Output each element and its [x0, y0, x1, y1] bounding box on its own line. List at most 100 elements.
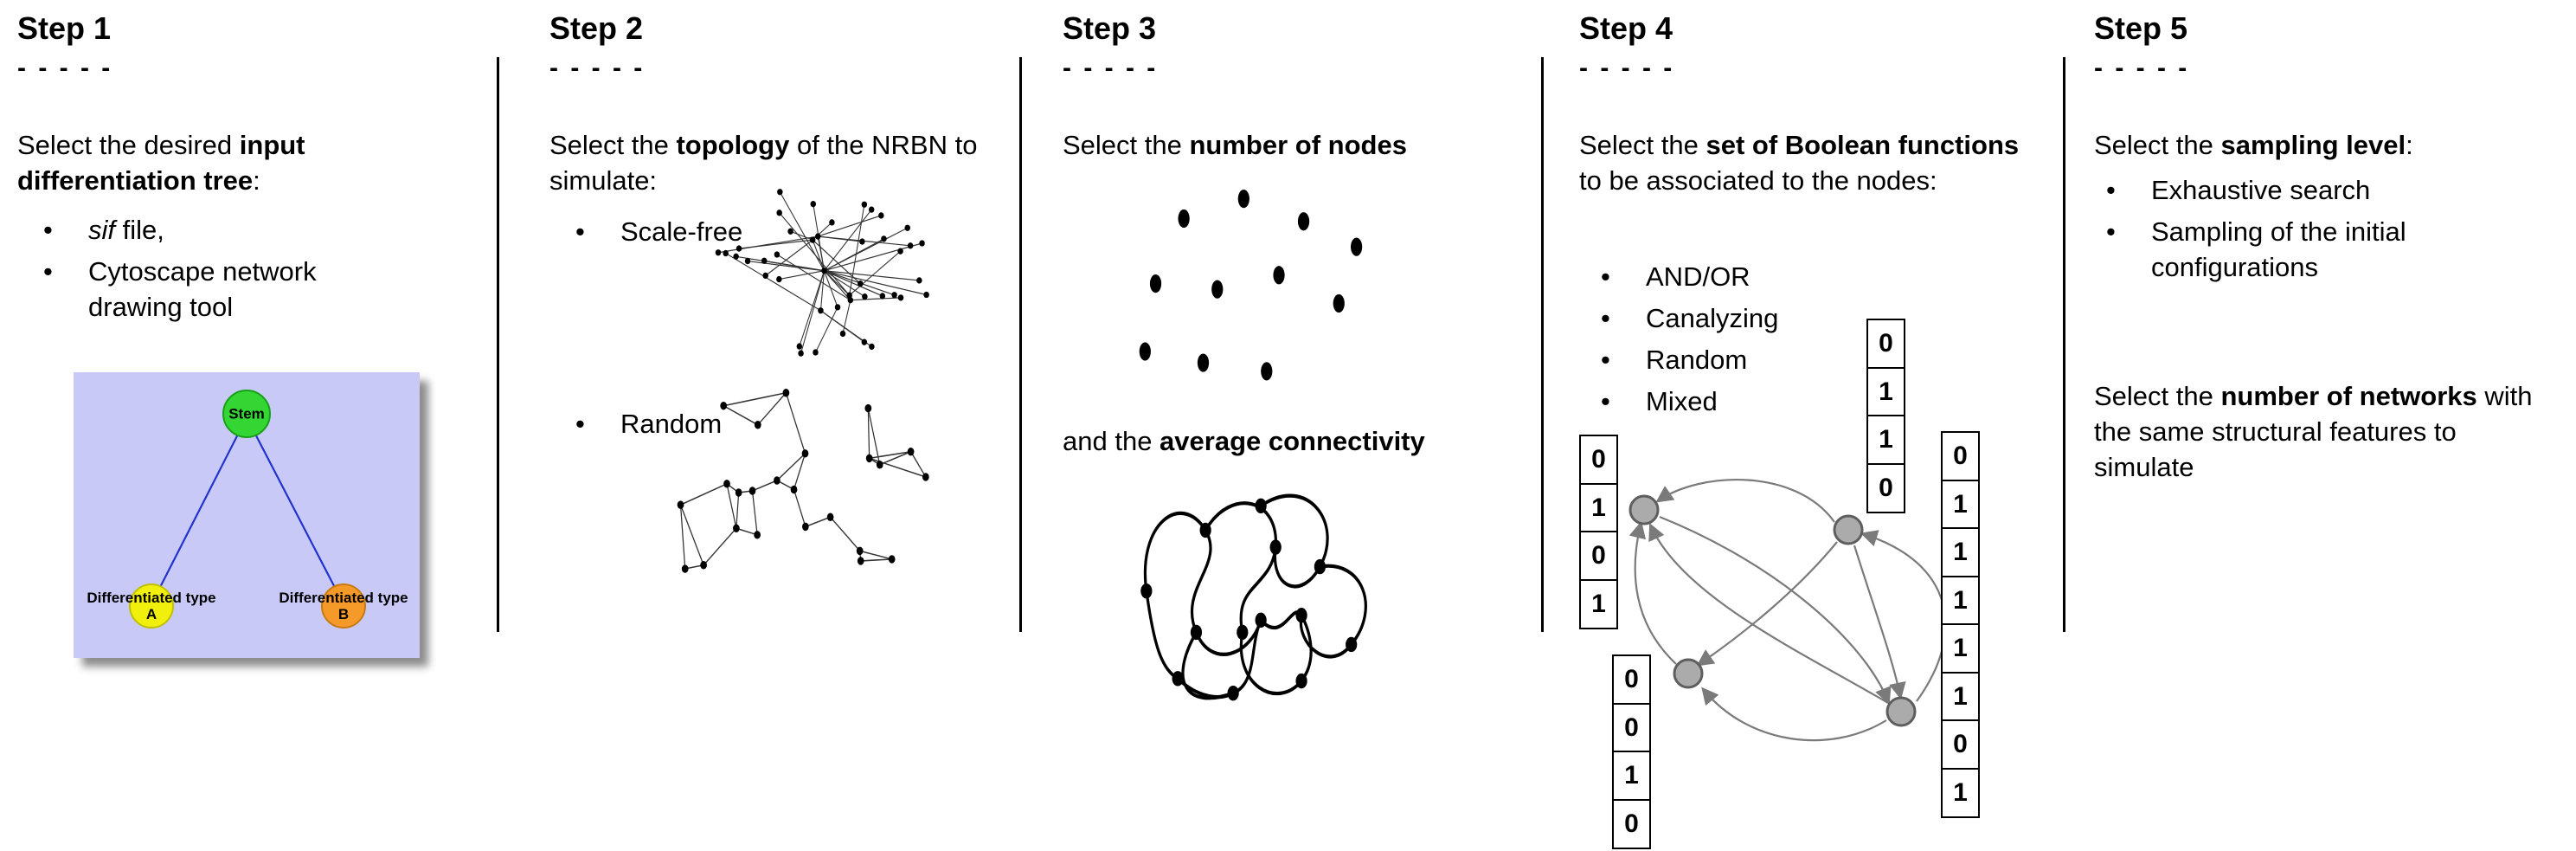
- bullet-text: Scale-free: [620, 216, 743, 247]
- truth-table-cell: 1: [1612, 751, 1651, 801]
- truth-table-cell: 1: [1579, 482, 1618, 533]
- truth-table-cell: 1: [1941, 527, 1980, 577]
- bullet-icon: •: [43, 215, 53, 245]
- bullet-text: AND/OR: [1646, 261, 1751, 292]
- step2-dashes: - - - - -: [549, 54, 646, 82]
- step1-intro: Select the desired input differentiation…: [17, 130, 305, 196]
- bullet-icon: •: [1601, 385, 1610, 416]
- truth-table-top: 0 1 1 0: [1866, 319, 1905, 513]
- type-b-label: Differentiated type B: [279, 589, 408, 622]
- type-a-label: Differentiated type A: [87, 589, 216, 622]
- step5-dashes: - - - - -: [2094, 54, 2190, 82]
- step4-dashes: - - - - -: [1579, 54, 1675, 82]
- truth-table-cell: 0: [1612, 702, 1651, 753]
- truth-table-cell: 0: [1866, 319, 1905, 369]
- truth-table-cell: 0: [1579, 531, 1618, 581]
- differentiation-tree-image: Stem Differentiated type A Differentiate…: [74, 372, 420, 658]
- truth-table-cell: 0: [1612, 798, 1651, 849]
- stem-node: [222, 390, 271, 438]
- tree-edge: [151, 416, 247, 605]
- nodes-dots-image: [1139, 189, 1363, 381]
- connectivity-network-image: [1140, 493, 1367, 701]
- tree-edge: [246, 416, 344, 605]
- bullet-text: Canalyzing: [1646, 302, 1779, 333]
- bullet-item: • Canalyzing: [1601, 301, 1886, 337]
- step5-bullet-list: • Exhaustive search • Sampling of the in…: [2106, 173, 2470, 292]
- truth-table-cell: 0: [1866, 462, 1905, 513]
- bullet-item: • sif file,: [43, 213, 372, 248]
- truth-table-bottom-left: 0 0 1 0: [1612, 654, 1651, 849]
- boolean-node: [1833, 514, 1864, 545]
- bullet-item: • Mixed: [1601, 384, 1886, 420]
- bullet-text: Random: [620, 409, 723, 439]
- column-divider: [497, 57, 499, 632]
- bullet-item: • Random: [575, 407, 835, 442]
- step1-dashes: - - - - -: [17, 54, 113, 82]
- stem-label: Stem: [228, 405, 265, 422]
- truth-table-cell: 0: [1941, 719, 1980, 770]
- bullet-item: • Cytoscape network drawing tool: [43, 255, 372, 326]
- bullet-item: • Scale-free: [575, 215, 835, 250]
- type-a-node: [129, 583, 174, 629]
- regulation-arrows: [1628, 479, 1947, 742]
- bullet-icon: •: [1601, 302, 1610, 333]
- boolean-network-image: 0 1 0 1 0 1 1 0 0 0 1 0 0 1 1 1 1 1 0 1: [1579, 312, 1999, 849]
- truth-table-cell: 0: [1579, 435, 1618, 485]
- boolean-nodes: [1628, 494, 1917, 727]
- bullet-text: Mixed: [1646, 385, 1718, 416]
- tree-graphic: [129, 390, 366, 629]
- bullet-item: • Random: [1601, 343, 1886, 378]
- truth-table-cell: 1: [1941, 767, 1980, 818]
- bullet-icon: •: [43, 255, 53, 287]
- step2-intro: Select the topology of the NRBN to simul…: [549, 130, 978, 196]
- boolean-network-graphic: [1628, 479, 1947, 742]
- step5-intro: Select the sampling level:: [2094, 130, 2413, 160]
- bullet-text: Cytoscape network drawing tool: [88, 255, 317, 322]
- bullet-icon: •: [2106, 175, 2116, 205]
- truth-table-cell: 1: [1866, 366, 1905, 417]
- truth-table-cell: 1: [1579, 578, 1618, 629]
- step5-second-text: Select the number of networks with the s…: [2094, 381, 2533, 482]
- step1-title: Step 1: [17, 10, 112, 46]
- column-divider: [1019, 57, 1022, 632]
- step4-title: Step 4: [1579, 10, 1673, 46]
- random-network-image: [677, 389, 929, 573]
- bullet-text: Random: [1646, 344, 1748, 375]
- bullet-icon: •: [575, 216, 585, 247]
- bullet-text: Exhaustive search: [2151, 175, 2371, 205]
- step3-dashes: - - - - -: [1063, 54, 1159, 82]
- bullet-text: Sampling of the initial configurations: [2151, 216, 2406, 282]
- step3-title: Step 3: [1063, 10, 1157, 46]
- truth-table-cell: 1: [1941, 575, 1980, 626]
- boolean-node: [1673, 658, 1704, 689]
- boolean-node: [1628, 494, 1660, 525]
- step5-title: Step 5: [2094, 10, 2188, 46]
- boolean-node: [1885, 696, 1917, 727]
- step3-intro: Select the number of nodes: [1063, 130, 1407, 160]
- truth-table-cell: 1: [1941, 623, 1980, 674]
- step4-intro: Select the set of Boolean functions to b…: [1579, 130, 2020, 196]
- bullet-icon: •: [1601, 261, 1610, 292]
- bullet-icon: •: [1601, 344, 1610, 375]
- column-divider: [2063, 57, 2065, 632]
- bullet-item: • Sampling of the initial configurations: [2106, 215, 2470, 286]
- bullet-icon: •: [575, 409, 585, 439]
- column-divider: [1541, 57, 1544, 632]
- step1-bullet-list: • sif file, • Cytoscape network drawing …: [43, 213, 372, 332]
- step2-title: Step 2: [549, 10, 644, 46]
- step3-second-text: and the average connectivity: [1063, 426, 1425, 456]
- scale-free-network-image: [715, 189, 929, 357]
- bullet-text: sif file,: [88, 215, 164, 245]
- truth-table-cell: 0: [1941, 431, 1980, 481]
- bullet-icon: •: [2106, 216, 2116, 247]
- step4-bullet-list: • AND/OR • Canalyzing • Random • Mixed: [1601, 260, 1886, 426]
- bullet-item: • Exhaustive search: [2106, 173, 2470, 209]
- truth-table-cell: 1: [1941, 479, 1980, 530]
- tangle-edges: [1143, 493, 1367, 700]
- bullet-item: • AND/OR: [1601, 260, 1886, 295]
- type-b-node: [321, 583, 366, 629]
- truth-table-right: 0 1 1 1 1 1 0 1: [1941, 431, 1980, 818]
- truth-table-cell: 0: [1612, 654, 1651, 705]
- truth-table-left: 0 1 0 1: [1579, 435, 1618, 629]
- truth-table-cell: 1: [1941, 671, 1980, 722]
